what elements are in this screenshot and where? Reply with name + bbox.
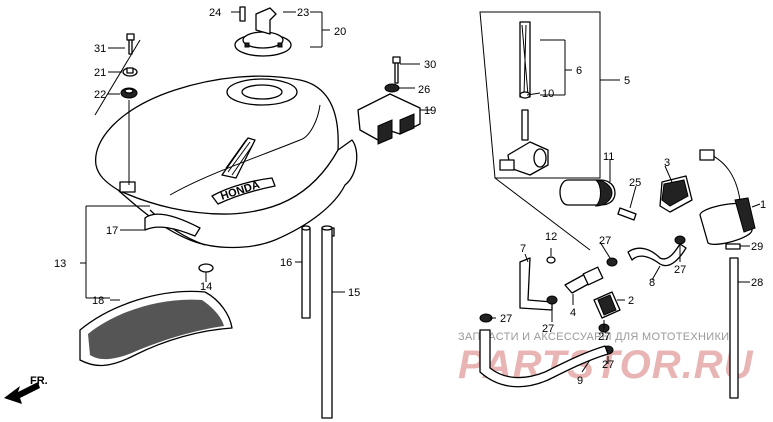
callout-30: 30 [424,59,436,71]
callout-9: 9 [577,375,583,387]
callout-23: 23 [297,7,309,19]
callout-27-c: 27 [542,323,554,335]
fuel-cock [499,21,549,176]
callout-27-a: 27 [599,235,611,247]
callout-16: 16 [280,257,292,269]
callout-20: 20 [334,26,346,38]
clip-14 [198,263,214,273]
callout-29: 29 [751,241,763,253]
filler-cap [234,7,292,57]
callout-2: 2 [628,295,634,307]
fuel-tank: HONDA [95,75,358,249]
callout-7: 7 [520,243,526,255]
hose-8 [627,243,687,267]
damper-2 [593,291,621,319]
damper-22 [120,87,138,99]
callout-5: 5 [624,75,630,87]
clip-12 [546,256,556,264]
callout-27-b: 27 [674,264,686,276]
bolt-25 [617,207,637,221]
tube-15 [321,225,333,419]
callout-28: 28 [751,277,763,289]
callout-25: 25 [629,177,641,189]
bolt-31 [126,33,135,55]
callout-3: 3 [664,157,670,169]
strainer-11 [559,179,616,207]
clip-27-b [674,235,686,245]
bolt-30 [392,56,401,84]
callout-18: 18 [92,295,104,307]
callout-31: 31 [94,43,106,55]
callout-11: 11 [603,151,614,163]
callout-17: 17 [106,225,118,237]
callout-8: 8 [649,277,655,289]
callouts: 24 23 20 31 21 22 30 26 19 17 13 18 14 1… [54,7,766,387]
clip-27-a [606,257,618,267]
callout-4: 4 [570,307,576,319]
callout-22: 22 [94,89,106,101]
callout-13: 13 [54,258,66,270]
callout-27-d: 27 [500,313,512,325]
bracket-19 [357,93,421,145]
watermark-tagline: ЗАПЧАСТИ И АКСЕССУАРЫ ДЛЯ МОТОТЕХНИКИ [458,331,729,343]
callout-27-e: 27 [598,331,610,343]
front-direction-arrow: FR. [4,375,48,404]
damper-26 [384,83,400,93]
callout-14: 14 [200,281,212,293]
callout-21: 21 [94,67,106,79]
washer-21 [122,67,138,77]
bolt-24 [239,6,246,22]
clip-29 [725,243,741,250]
rubber-17 [144,213,201,237]
callout-19: 19 [424,105,436,117]
callout-1: 1 [760,199,766,211]
callout-10: 10 [542,88,554,100]
callout-12: 12 [545,231,557,243]
callout-26: 26 [418,84,430,96]
callout-27-f: 27 [602,359,614,371]
pipe-4 [564,266,604,294]
tube-28 [729,257,739,399]
filter-holder-3 [659,175,693,213]
pad-18 [79,290,233,367]
tube-16 [301,225,311,319]
fuel-pump-1 [699,149,756,245]
hose-9 [479,329,609,388]
callout-24: 24 [209,7,221,19]
leader-lines [80,11,761,373]
callout-6: 6 [576,65,582,77]
clip-27-c [546,295,558,305]
callout-15: 15 [348,287,360,299]
direction-label: FR. [30,375,48,387]
